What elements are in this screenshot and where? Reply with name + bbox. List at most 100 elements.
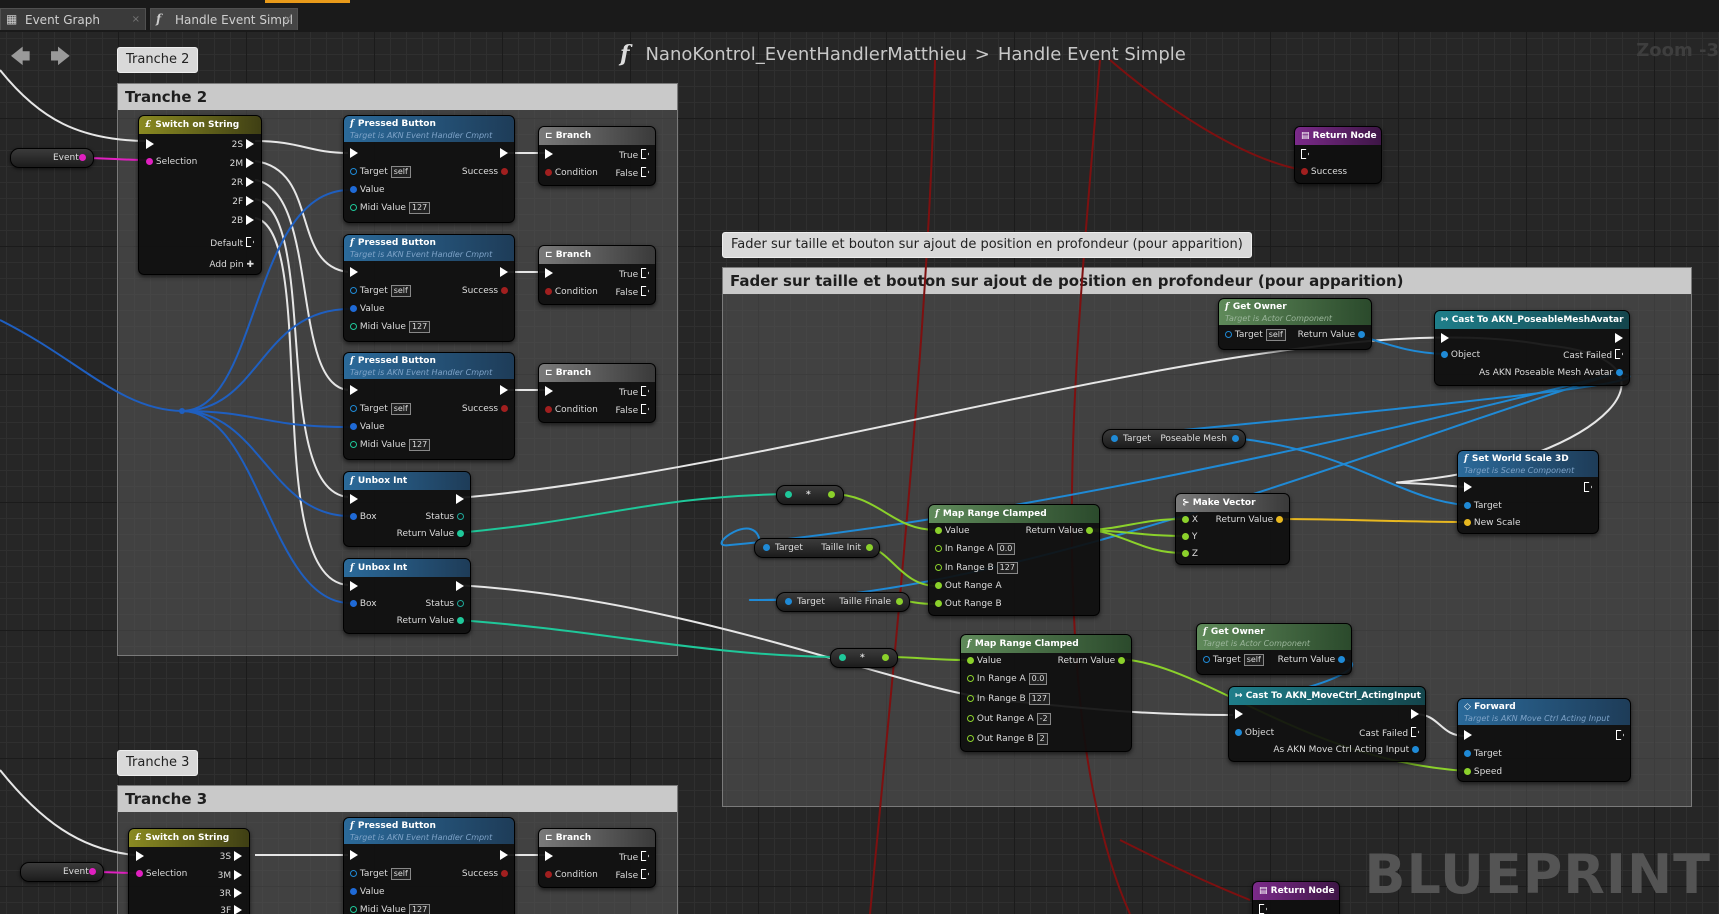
event-node[interactable]: Event xyxy=(20,862,104,882)
float-pin[interactable] xyxy=(828,491,835,498)
float-pin[interactable] xyxy=(935,545,942,552)
object-pin[interactable] xyxy=(1464,750,1471,757)
string-pin[interactable] xyxy=(136,870,143,877)
exec-out-pin[interactable] xyxy=(234,870,242,880)
exec-out-pin[interactable] xyxy=(246,139,254,149)
object-pin[interactable] xyxy=(350,305,357,312)
exec-out-pin[interactable] xyxy=(1615,349,1623,359)
exec-in-pin[interactable] xyxy=(1235,709,1243,719)
int-pin[interactable] xyxy=(350,204,357,211)
int-pin[interactable] xyxy=(839,654,846,661)
exec-in-pin[interactable] xyxy=(350,850,358,860)
multiply-node[interactable]: * xyxy=(830,648,898,668)
bool-pin[interactable] xyxy=(545,871,552,878)
exec-out-pin[interactable] xyxy=(1584,482,1592,492)
bool-pin[interactable] xyxy=(545,406,552,413)
out-range-a-field[interactable]: -2 xyxy=(1036,713,1051,725)
cast-to-poseable-node[interactable]: ↦ Cast To AKN_PoseableMeshAvatar Object … xyxy=(1434,310,1630,386)
object-pin[interactable] xyxy=(350,186,357,193)
object-pin[interactable] xyxy=(785,598,792,605)
exec-in-pin[interactable] xyxy=(350,267,358,277)
exec-in-pin[interactable] xyxy=(350,148,358,158)
exec-out-pin[interactable] xyxy=(234,905,242,914)
exec-out-pin[interactable] xyxy=(641,404,649,414)
exec-in-pin[interactable] xyxy=(545,851,553,861)
exec-out-pin[interactable] xyxy=(641,386,649,396)
midi-value-field[interactable]: 127 xyxy=(408,439,431,451)
exec-in-pin[interactable] xyxy=(350,494,358,504)
int-pin[interactable] xyxy=(785,491,792,498)
midi-value-field[interactable]: 127 xyxy=(408,321,431,333)
float-pin[interactable] xyxy=(935,600,942,607)
object-pin[interactable] xyxy=(350,168,357,175)
object-pin[interactable] xyxy=(1338,656,1345,663)
tab-event-graph[interactable]: ▦ Event Graph × xyxy=(0,8,146,30)
string-pin[interactable] xyxy=(79,154,86,161)
return-node[interactable]: ▤ Return Node Success xyxy=(1294,126,1382,184)
float-pin[interactable] xyxy=(866,544,873,551)
object-pin[interactable] xyxy=(350,423,357,430)
exec-in-pin[interactable] xyxy=(545,268,553,278)
float-pin[interactable] xyxy=(967,695,974,702)
object-pin[interactable] xyxy=(1412,746,1419,753)
exec-out-pin[interactable] xyxy=(641,268,649,278)
switch-on-string-node[interactable]: £Switch on String Selection 2S 2M 2R 2F … xyxy=(138,115,262,275)
in-range-b-field[interactable]: 127 xyxy=(1028,693,1050,705)
exec-out-pin[interactable] xyxy=(246,237,254,247)
taille-finale-getter[interactable]: Target Taille Finale xyxy=(776,592,910,612)
exec-in-pin[interactable] xyxy=(136,851,144,861)
exec-out-pin[interactable] xyxy=(641,149,649,159)
graph-name[interactable]: NanoKontrol_EventHandlerMatthieu xyxy=(645,43,967,65)
exec-out-pin[interactable] xyxy=(641,869,649,879)
vector-pin[interactable] xyxy=(1464,519,1471,526)
object-pin[interactable] xyxy=(1111,435,1118,442)
exec-out-pin[interactable] xyxy=(1411,727,1419,737)
exec-in-pin[interactable] xyxy=(1441,333,1449,343)
bool-pin[interactable] xyxy=(501,870,508,877)
string-pin[interactable] xyxy=(89,868,96,875)
float-pin[interactable] xyxy=(967,715,974,722)
in-range-a-field[interactable]: 0.0 xyxy=(996,543,1016,555)
exec-out-pin[interactable] xyxy=(641,286,649,296)
float-pin[interactable] xyxy=(896,598,903,605)
status-pin[interactable] xyxy=(457,600,464,607)
exec-out-pin[interactable] xyxy=(246,177,254,187)
bool-pin[interactable] xyxy=(545,169,552,176)
exec-out-pin[interactable] xyxy=(641,167,649,177)
bool-pin[interactable] xyxy=(1301,168,1308,175)
branch-node[interactable]: ⊏ Branch True Condition False xyxy=(538,245,656,305)
string-pin[interactable] xyxy=(146,158,153,165)
float-pin[interactable] xyxy=(935,564,942,571)
object-pin[interactable] xyxy=(1232,435,1239,442)
exec-out-pin[interactable] xyxy=(1616,730,1624,740)
make-vector-node[interactable]: ⊱ Make Vector X Y Z Return Value xyxy=(1175,493,1290,565)
forward-arrow-icon[interactable]: 🡆 xyxy=(50,44,71,68)
float-pin[interactable] xyxy=(1182,550,1189,557)
object-pin[interactable] xyxy=(350,405,357,412)
float-pin[interactable] xyxy=(1182,533,1189,540)
int-pin[interactable] xyxy=(350,441,357,448)
int-pin[interactable] xyxy=(350,906,357,913)
exec-out-pin[interactable] xyxy=(246,196,254,206)
back-arrow-icon[interactable]: 🡄 xyxy=(10,44,31,68)
vector-pin[interactable] xyxy=(1276,516,1283,523)
object-pin[interactable] xyxy=(350,870,357,877)
exec-out-pin[interactable] xyxy=(234,888,242,898)
float-pin[interactable] xyxy=(935,527,942,534)
float-pin[interactable] xyxy=(967,735,974,742)
float-pin[interactable] xyxy=(967,675,974,682)
float-pin[interactable] xyxy=(1118,657,1125,664)
object-pin[interactable] xyxy=(1358,331,1365,338)
taille-init-getter[interactable]: Target Taille Init xyxy=(754,538,880,558)
branch-node[interactable]: ⊏ Branch True Condition False xyxy=(538,363,656,423)
out-range-b-field[interactable]: 2 xyxy=(1036,733,1048,745)
float-pin[interactable] xyxy=(935,582,942,589)
exec-out-pin[interactable] xyxy=(641,851,649,861)
exec-out-pin[interactable] xyxy=(1615,333,1623,343)
in-range-a-field[interactable]: 0.0 xyxy=(1028,673,1048,685)
